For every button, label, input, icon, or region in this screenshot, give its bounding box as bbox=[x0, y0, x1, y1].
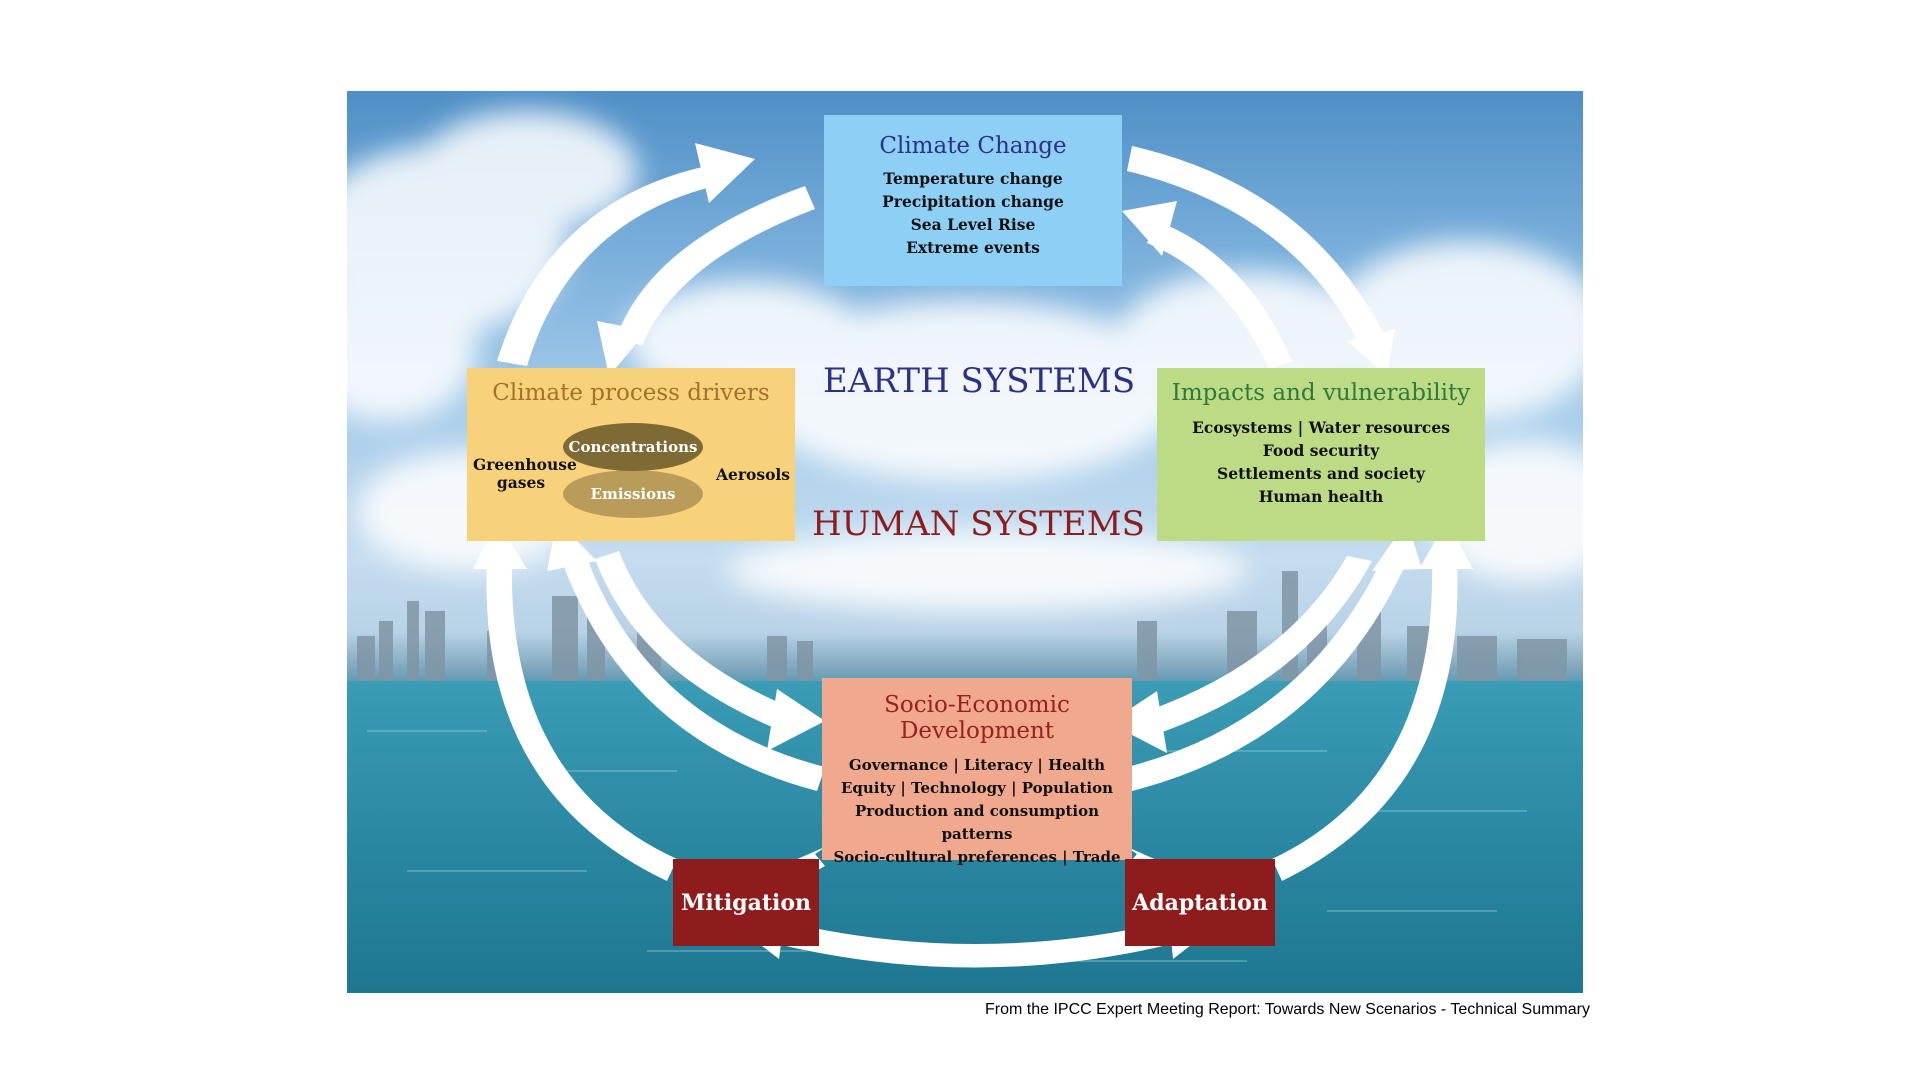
greenhouse-gases-label: Greenhouse gases bbox=[473, 455, 577, 492]
climate-change-line: Extreme events bbox=[906, 238, 1040, 257]
socio-economic-line: Production and consumption patterns bbox=[854, 802, 1100, 843]
impacts-line: Settlements and society bbox=[1217, 464, 1425, 483]
impacts-title: Impacts and vulnerability bbox=[1171, 380, 1471, 406]
mitigation-box: Mitigation bbox=[673, 859, 819, 946]
impacts-box: Impacts and vulnerability Ecosystems | W… bbox=[1157, 368, 1485, 541]
concentrations-ellipse: Concentrations bbox=[563, 423, 703, 471]
climate-change-line: Sea Level Rise bbox=[910, 215, 1036, 234]
impacts-line: Human health bbox=[1258, 487, 1384, 506]
emissions-ellipse: Emissions bbox=[563, 470, 703, 518]
impacts-line: Food security bbox=[1262, 441, 1380, 460]
aerosols-label: Aerosols bbox=[715, 465, 791, 484]
diagram-figure: EARTH SYSTEMS HUMAN SYSTEMS Climate Chan… bbox=[347, 91, 1583, 993]
socio-economic-title: Socio-Economic Development bbox=[884, 692, 1070, 744]
source-caption: From the IPCC Expert Meeting Report: Tow… bbox=[985, 1001, 1590, 1018]
climate-change-box: Climate Change Temperature change Precip… bbox=[824, 115, 1122, 286]
socio-economic-box: Socio-Economic Development Governance | … bbox=[822, 678, 1132, 866]
climate-change-line: Precipitation change bbox=[882, 192, 1064, 211]
earth-systems-label: EARTH SYSTEMS bbox=[823, 361, 1136, 401]
climate-change-title: Climate Change bbox=[879, 133, 1067, 159]
climate-drivers-box: Climate process drivers Emissions Concen… bbox=[467, 368, 795, 541]
socio-economic-line: Socio-cultural preferences | Trade bbox=[833, 848, 1121, 866]
adaptation-box: Adaptation bbox=[1125, 859, 1275, 946]
socio-economic-line: Governance | Literacy | Health bbox=[848, 756, 1106, 774]
socio-economic-line: Equity | Technology | Population bbox=[840, 779, 1114, 797]
impacts-line: Ecosystems | Water resources bbox=[1192, 418, 1450, 437]
human-systems-label: HUMAN SYSTEMS bbox=[812, 504, 1145, 544]
climate-drivers-title: Climate process drivers bbox=[492, 380, 770, 406]
climate-change-line: Temperature change bbox=[883, 169, 1063, 188]
